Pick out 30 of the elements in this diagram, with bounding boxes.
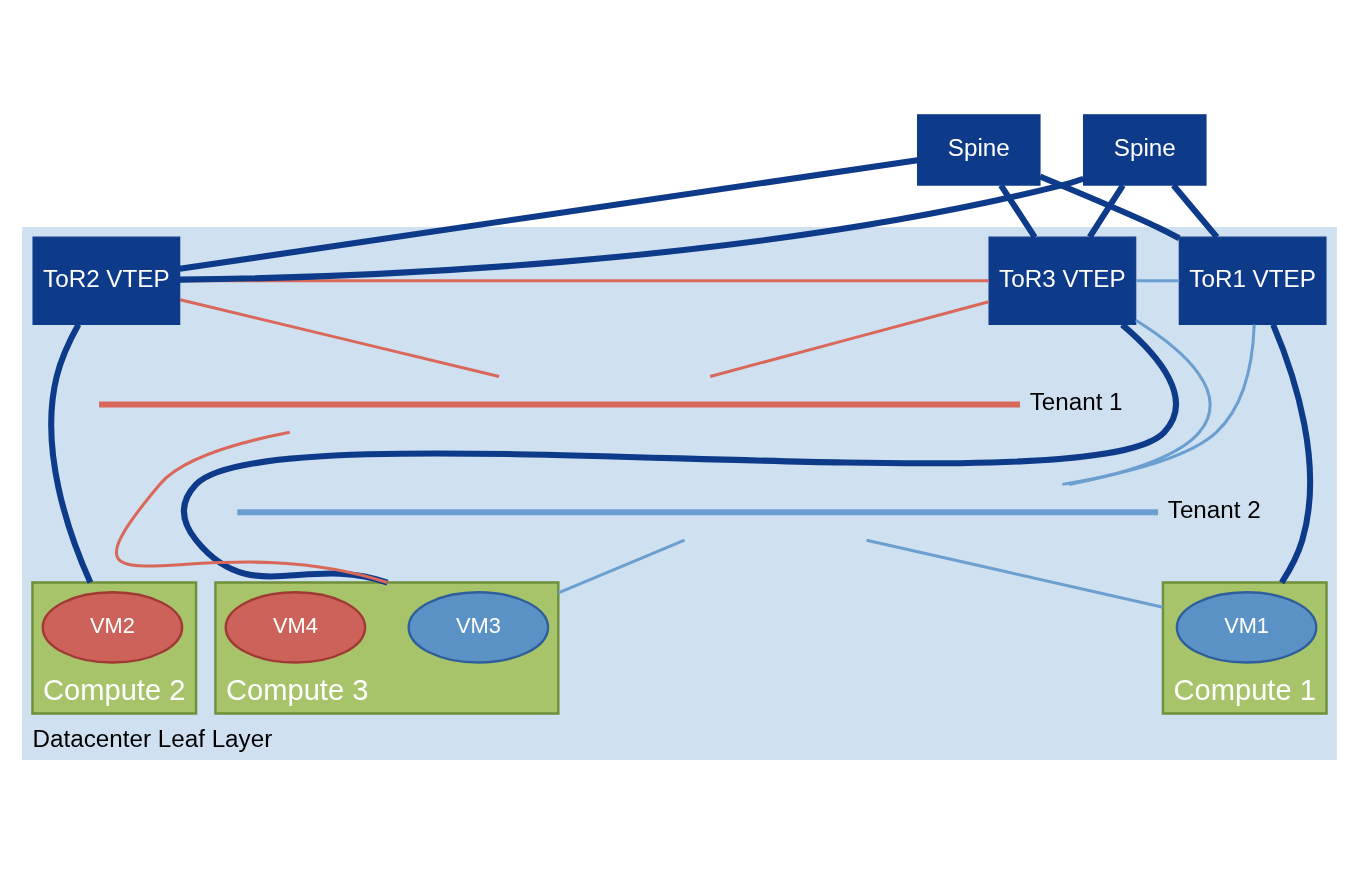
- node-box: ToR2 VTEP: [32, 236, 181, 326]
- node-box: Spine: [917, 114, 1041, 186]
- connector: [1171, 183, 1220, 240]
- connector: [1087, 183, 1126, 239]
- node-bar: [237, 509, 1159, 516]
- connector: [709, 300, 990, 378]
- node-box: ToR1 VTEP: [1178, 236, 1327, 326]
- node-box: ToR3 VTEP: [988, 236, 1137, 326]
- node-ellipse: VM4: [224, 591, 367, 664]
- node-bar: [99, 401, 1020, 408]
- connector: [1062, 324, 1256, 486]
- node-label: Tenant 2: [1167, 496, 1261, 524]
- connector: [179, 175, 1085, 283]
- connector: [181, 322, 1179, 586]
- connector: [1068, 318, 1212, 486]
- connector: [115, 430, 388, 584]
- connector: [998, 183, 1038, 239]
- connector: [1038, 173, 1181, 241]
- connector: [179, 157, 918, 272]
- connector: [179, 298, 500, 378]
- connector: [1135, 279, 1180, 283]
- node-ellipse: VM3: [407, 591, 550, 664]
- node-ellipse: VM1: [1175, 591, 1318, 664]
- connector: [1270, 323, 1314, 585]
- connector: [866, 538, 1164, 609]
- connector: [557, 538, 686, 595]
- connector: [48, 323, 94, 584]
- node-ellipse: VM2: [41, 591, 184, 664]
- node-label: Tenant 1: [1029, 388, 1123, 416]
- node-box: Spine: [1083, 114, 1207, 186]
